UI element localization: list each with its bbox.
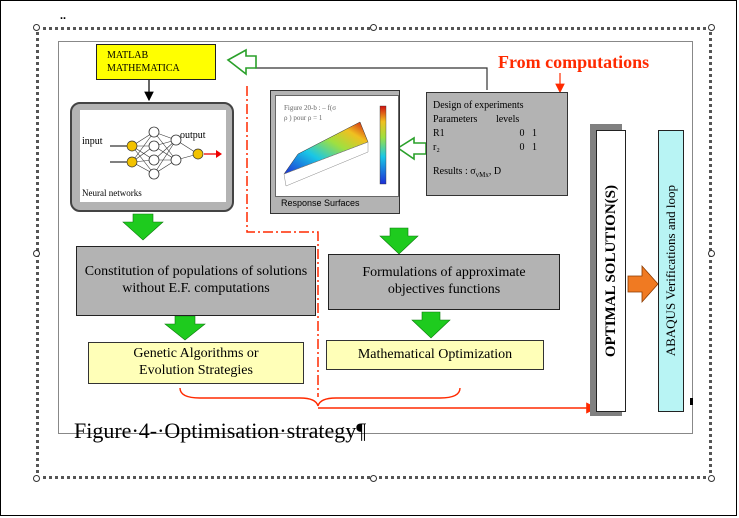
neural-network-image: input output Neural networks bbox=[80, 110, 226, 202]
doe-to-surface-hollow-arrow bbox=[396, 136, 427, 161]
doe-r2-name: r₂ bbox=[433, 142, 440, 153]
doe-results: Results : σvMx, D bbox=[433, 165, 561, 182]
doe-row-r1: R1 0 1 bbox=[433, 127, 561, 141]
response-surfaces-caption: Response Surfaces bbox=[281, 198, 360, 208]
green-arrow-constitution-down bbox=[164, 315, 206, 341]
resize-handle-right[interactable] bbox=[708, 250, 715, 257]
nn-input-label: input bbox=[82, 136, 103, 147]
design-of-experiments-box: Design of experiments Parameters levels … bbox=[426, 92, 568, 196]
feedback-line bbox=[255, 67, 488, 90]
doe-r1-name: R1 bbox=[433, 128, 445, 139]
constitution-box: Constitution of populations of solutions… bbox=[76, 246, 316, 316]
green-arrow-formulations-down bbox=[411, 311, 451, 339]
matlab-mathematica-box: MATLAB MATHEMATICA bbox=[96, 44, 216, 80]
formulations-text: Formulations of approximate objectives f… bbox=[362, 265, 526, 297]
genetic-algorithms-box: Genetic Algorithms or Evolution Strategi… bbox=[88, 342, 304, 384]
nn-caption: Neural networks bbox=[82, 188, 142, 198]
nn-output-label: output bbox=[180, 130, 206, 141]
abaqus-box: ABAQUS Verifications and loop bbox=[658, 130, 684, 412]
resize-handle-left[interactable] bbox=[33, 250, 40, 257]
neural-network-panel: input output Neural networks bbox=[70, 102, 234, 212]
optimal-solution-text: OPTIMAL SOLUTION(S) bbox=[603, 184, 619, 358]
top-mark: .. bbox=[60, 8, 66, 22]
resize-handle-top-right[interactable] bbox=[708, 24, 715, 31]
feedback-hollow-arrow bbox=[226, 48, 257, 76]
figure-caption: Figure·4-·Optimisation·strategy¶ bbox=[74, 418, 367, 443]
doe-header: Parameters levels bbox=[433, 113, 561, 127]
green-arrow-nn-down bbox=[122, 213, 164, 241]
genetic-line-2: Evolution Strategies bbox=[139, 363, 253, 378]
mathematica-label: MATHEMATICA bbox=[107, 63, 180, 74]
formulations-box: Formulations of approximate objectives f… bbox=[328, 254, 560, 310]
response-surface-panel: Figure 20-b : – f(σ ρ ) pour ρ = 1 Respo… bbox=[270, 90, 400, 214]
from-computations-label: From computations bbox=[498, 52, 650, 72]
neural-network-graph bbox=[110, 126, 222, 180]
resize-handle-bottom-right[interactable] bbox=[708, 475, 715, 482]
abaqus-text: ABAQUS Verifications and loop bbox=[663, 185, 679, 357]
optimal-solution-box: OPTIMAL SOLUTION(S) bbox=[596, 130, 626, 412]
doe-title: Design of experiments bbox=[433, 100, 524, 111]
doe-parameters-header: Parameters bbox=[433, 114, 478, 125]
red-bracket bbox=[179, 387, 461, 407]
mathematical-optimization-box: Mathematical Optimization bbox=[326, 340, 544, 370]
doe-results-tail: , D bbox=[488, 166, 502, 177]
resize-handle-bottom[interactable] bbox=[370, 475, 377, 482]
response-surface-image: Figure 20-b : – f(σ ρ ) pour ρ = 1 bbox=[275, 95, 399, 197]
surface-inset-text-1: Figure 20-b : – f(σ bbox=[284, 104, 336, 112]
constitution-text: Constitution of populations of solutions… bbox=[84, 264, 308, 296]
orange-arrow-to-abaqus bbox=[627, 264, 659, 304]
math-opt-text: Mathematical Optimization bbox=[357, 346, 513, 362]
red-dashdot-separator bbox=[246, 86, 319, 397]
abaqus-dot bbox=[690, 398, 693, 405]
matlab-label: MATLAB bbox=[107, 50, 149, 61]
doe-r2-levels: 0 1 bbox=[519, 142, 538, 153]
genetic-line-1: Genetic Algorithms or bbox=[133, 346, 259, 362]
green-arrow-surface-down bbox=[379, 227, 419, 255]
figure-frame bbox=[58, 41, 693, 434]
surface-plot bbox=[283, 105, 387, 187]
doe-r1-levels: 0 1 bbox=[519, 128, 538, 139]
resize-handle-top[interactable] bbox=[370, 24, 377, 31]
doe-row-r2: r₂ 0 1 bbox=[433, 141, 561, 155]
doe-results-subscript: vMx bbox=[475, 171, 489, 179]
resize-handle-top-left[interactable] bbox=[33, 24, 40, 31]
doe-results-text: Results : σ bbox=[433, 166, 476, 177]
doe-levels-header: levels bbox=[495, 114, 520, 125]
resize-handle-bottom-left[interactable] bbox=[33, 475, 40, 482]
surface-inset-text-2: ρ ) pour ρ = 1 bbox=[284, 114, 323, 122]
